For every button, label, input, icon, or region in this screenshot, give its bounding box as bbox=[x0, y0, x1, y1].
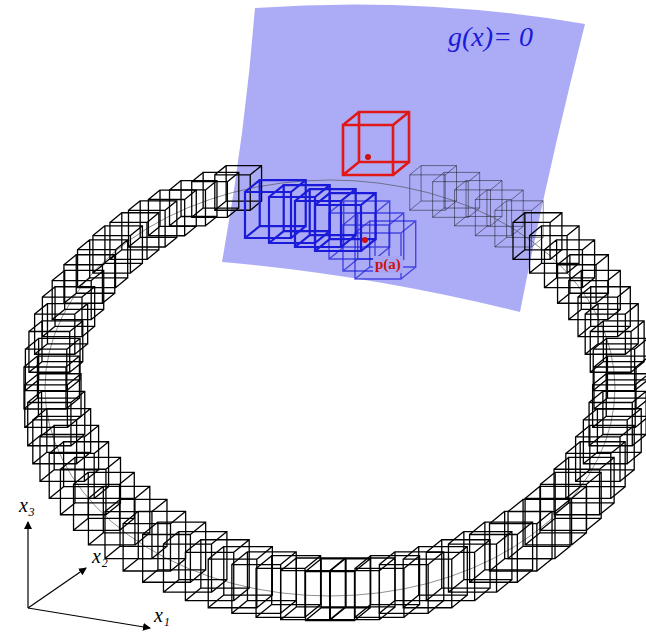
cube-outline bbox=[590, 321, 644, 372]
cube-outline bbox=[475, 190, 523, 236]
cube-outline bbox=[566, 442, 625, 499]
ring-cubes bbox=[24, 166, 646, 621]
cube-outline bbox=[215, 166, 262, 211]
cube-outline bbox=[24, 356, 79, 409]
cube-outline bbox=[245, 180, 306, 238]
back-cubes bbox=[410, 166, 543, 247]
cube-outline bbox=[583, 409, 641, 464]
cube-outline bbox=[25, 338, 80, 390]
cube-outline bbox=[163, 532, 226, 593]
cube-outline bbox=[208, 547, 272, 608]
red-point bbox=[365, 154, 371, 160]
cube-outline bbox=[448, 532, 511, 593]
cube-outline bbox=[569, 270, 621, 319]
ring-curve bbox=[45, 180, 615, 596]
figure-label: x₂ bbox=[92, 545, 108, 567]
red-cube bbox=[343, 112, 409, 175]
cube-outline bbox=[578, 287, 630, 337]
cube-outline bbox=[558, 255, 609, 304]
cube-outline bbox=[525, 486, 586, 545]
axis-x3 bbox=[27, 522, 28, 608]
figure-label: g(x)= 0 bbox=[448, 22, 533, 53]
blue-cubes bbox=[245, 180, 416, 279]
cube-outline bbox=[148, 190, 196, 236]
projection-point bbox=[362, 237, 368, 243]
cube-outline bbox=[433, 172, 480, 217]
cube-outline bbox=[306, 559, 371, 621]
cube-outline bbox=[25, 374, 81, 428]
cube-outline bbox=[490, 511, 553, 571]
cube-outline bbox=[593, 338, 646, 390]
constraint-surface bbox=[222, 4, 585, 312]
axis-x1 bbox=[28, 608, 150, 628]
cube-outline bbox=[170, 181, 217, 226]
cube-outline bbox=[355, 221, 416, 279]
cube-outline bbox=[343, 112, 409, 175]
cube-outline bbox=[495, 201, 543, 247]
cube-outline bbox=[426, 540, 490, 601]
figure-label: x₁ bbox=[154, 604, 170, 626]
figure-label: p(a) bbox=[373, 256, 403, 273]
cube-outline bbox=[232, 552, 296, 613]
cube-outline bbox=[540, 472, 601, 530]
axis-x2 bbox=[28, 568, 86, 608]
cube-outline bbox=[42, 287, 94, 337]
figure-label: x₃ bbox=[19, 494, 35, 516]
